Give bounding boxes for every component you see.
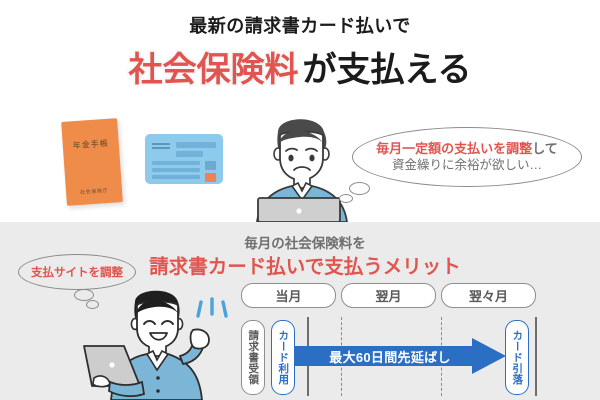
page-title: 社会保険料が支払える xyxy=(0,42,600,91)
card-orange-square xyxy=(205,173,216,182)
happy-person-illustration xyxy=(62,286,242,400)
card-bar xyxy=(176,142,216,148)
headline-subtitle: 最新の請求書カード払いで xyxy=(189,16,411,36)
benefit-bubble-dot-small xyxy=(86,300,99,309)
card-bar xyxy=(152,161,200,165)
timeline-pill-invoice-receipt: 請求書受領 xyxy=(241,320,265,395)
top-section: 最新の請求書カード払いで 社会保険料が支払える 年金手帳 社会保険庁 xyxy=(0,16,600,223)
card-label-lines-icon xyxy=(152,143,170,151)
speech-bubble-dot-large xyxy=(349,182,370,195)
insurance-card-illustration xyxy=(145,134,223,184)
deferral-arrow xyxy=(290,338,506,374)
card-square xyxy=(205,161,216,170)
worried-person-illustration xyxy=(248,110,353,223)
benefit-bubble-label: 支払サイトを調整 xyxy=(31,267,123,279)
card-bar xyxy=(152,175,200,179)
pension-book-illustration: 年金手帳 社会保険庁 xyxy=(61,118,123,206)
timeline-pill-card-debit: カード引落 xyxy=(505,320,529,395)
benefit-bubble-dot-large xyxy=(74,289,94,301)
headline-rest: が支払える xyxy=(302,51,472,89)
timeline-pill-card-use: カード利用 xyxy=(271,320,295,395)
pension-book-footer: 社会保険庁 xyxy=(79,187,109,196)
bubble-line-1-gray: して xyxy=(532,140,558,156)
benefit-title: 請求書カード払いで支払うメリット xyxy=(149,256,461,278)
worried-speech-bubble: 毎月一定額の支払いを調整して 資金繰りに余裕が欲しい… xyxy=(352,127,582,187)
timeline-divider-solid xyxy=(535,317,538,396)
card-bar xyxy=(152,168,200,172)
speech-bubble-dot-small xyxy=(339,194,353,203)
card-bar xyxy=(176,151,203,157)
pension-book-title: 年金手帳 xyxy=(72,138,110,151)
spark-lines-icon xyxy=(196,297,228,318)
month-pill-next-next: 翌々月 xyxy=(441,283,536,308)
month-pill-current: 当月 xyxy=(241,283,336,308)
benefit-subtitle: 毎月の社会保険料を xyxy=(244,236,366,251)
bubble-line-1: 毎月一定額の支払いを調整して xyxy=(376,140,558,158)
bubble-line-2: 資金繰りに余裕が欲しい… xyxy=(391,158,542,173)
benefit-speech-bubble: 支払サイトを調整 xyxy=(18,254,136,290)
headline-highlight: 社会保険料 xyxy=(127,49,301,91)
month-pill-next: 翌月 xyxy=(341,283,436,308)
deferral-arrow-label: 最大60日間先延ばし xyxy=(329,349,451,365)
bubble-line-1-red: 毎月一定額の支払いを調整 xyxy=(376,140,533,156)
